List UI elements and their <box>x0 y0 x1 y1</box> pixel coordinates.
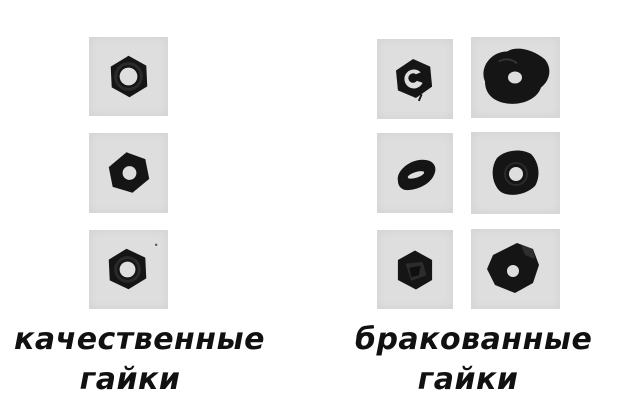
good-nuts-caption: качественные гайки <box>14 320 265 400</box>
good-nuts-caption-line2: гайки <box>79 362 181 397</box>
defective-nut-photo-5 <box>377 230 453 309</box>
defective-nuts-caption: бракованные гайки <box>355 320 593 400</box>
defective-nuts-caption-line1: бракованные <box>355 322 593 357</box>
defective-nut-photo-3 <box>377 133 453 213</box>
good-nut-photo-3 <box>89 230 168 309</box>
defective-nut-photo-4 <box>471 132 560 214</box>
good-nut-photo-2 <box>89 133 168 213</box>
defective-nut-photo-6 <box>471 229 560 309</box>
good-nut-photo-1 <box>89 37 168 116</box>
defective-nut-photo-2 <box>471 37 560 118</box>
defective-nut-photo-1 <box>377 39 453 119</box>
defective-nuts-caption-line2: гайки <box>417 362 519 397</box>
good-nuts-caption-line1: качественные <box>14 322 265 357</box>
